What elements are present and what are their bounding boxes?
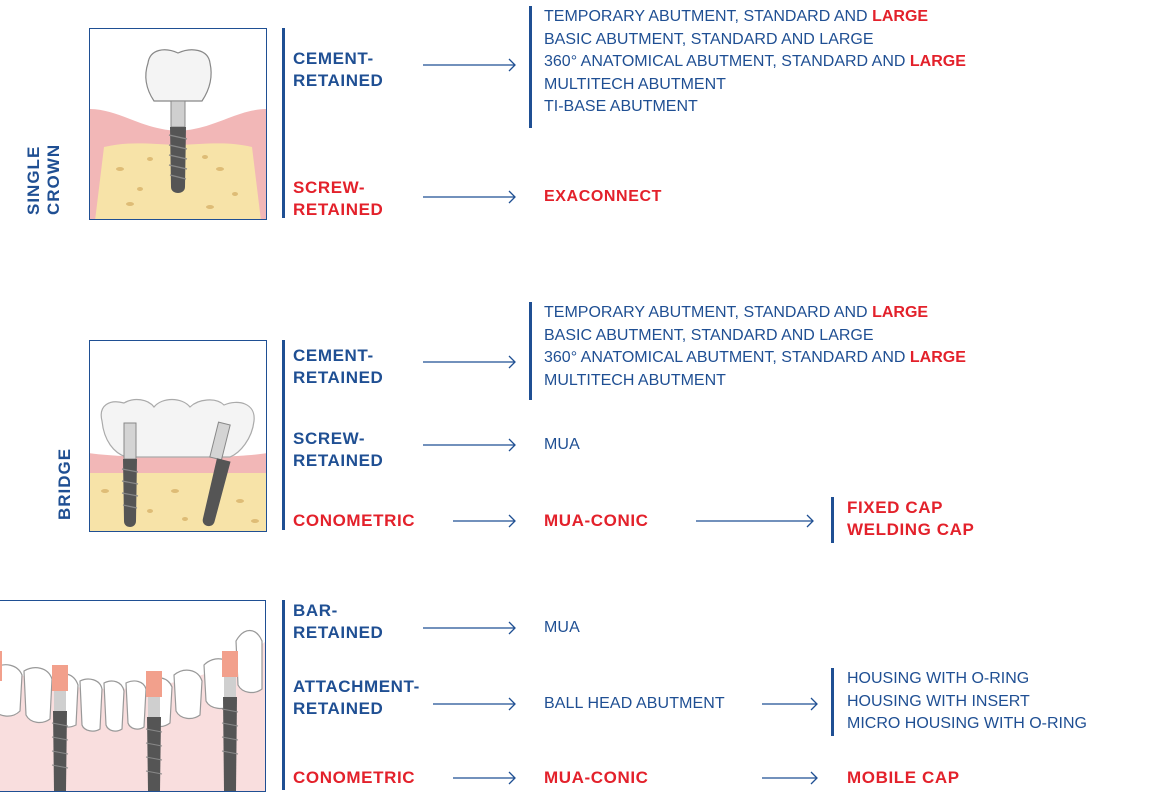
- single-crown-cement-line1: CEMENT-: [293, 49, 374, 68]
- bridge-cement-label: CEMENT- RETAINED: [293, 345, 383, 389]
- arrow-icon: [423, 438, 516, 452]
- option-multitech-abutment: MULTITECH ABUTMENT: [544, 371, 726, 389]
- housing-with-o-ring: HOUSING WITH O-RING: [847, 670, 1030, 687]
- bridge-screw-line1: SCREW-: [293, 429, 366, 448]
- bridge-screw-line2: RETAINED: [293, 451, 384, 470]
- single-crown-screw-line1: SCREW-: [293, 178, 366, 197]
- option-anatomical-abutment: 360° ANATOMICAL ABUTMENT, STANDARD AND L…: [544, 349, 966, 366]
- option-basic-abutment: BASIC ABUTMENT, STANDARD AND LARGE: [544, 30, 874, 48]
- arrow-icon: [433, 697, 516, 711]
- overdenture-implant-image: [0, 629, 265, 791]
- bridge-conometric-label: CONOMETRIC: [293, 511, 416, 530]
- arrow-icon: [423, 190, 516, 204]
- bar-retained-line2: RETAINED: [293, 623, 384, 642]
- option-multitech-abutment: MULTITECH ABUTMENT: [544, 75, 726, 93]
- single-crown-screw-label: SCREW- RETAINED: [293, 177, 383, 221]
- bridge-screw-label: SCREW- RETAINED: [293, 428, 383, 472]
- option-basic-abutment: BASIC ABUTMENT, STANDARD AND LARGE: [544, 326, 874, 344]
- option-anatomical-abutment: 360° ANATOMICAL ABUTMENT, STANDARD AND L…: [544, 53, 966, 70]
- arrow-icon: [423, 621, 516, 635]
- bridge-title: BRIDGE: [55, 447, 74, 520]
- housings-bracket: [831, 668, 834, 736]
- attachment-housings-list: HOUSING WITH O-RING HOUSING WITH INSERT …: [847, 668, 1087, 736]
- arrow-icon: [423, 58, 516, 72]
- arrow-icon: [762, 771, 818, 785]
- overdenture-conometric-label: CONOMETRIC: [293, 768, 416, 787]
- arrow-icon: [453, 771, 516, 785]
- bridge-screw-option: MUA: [544, 436, 580, 453]
- mobile-cap: MOBILE CAP: [847, 768, 960, 787]
- arrow-icon: [453, 514, 516, 528]
- fixed-cap: FIXED CAP: [847, 498, 944, 517]
- attachment-retained-option: BALL HEAD ABUTMENT: [544, 695, 725, 712]
- bar-retained-line1: BAR-: [293, 601, 338, 620]
- bridge-illustration: [89, 340, 267, 532]
- attachment-retained-line2: RETAINED: [293, 699, 384, 718]
- single-crown-cement-line2: RETAINED: [293, 71, 384, 90]
- bar-retained-option: MUA: [544, 619, 580, 636]
- bridge-conometric-option: MUA-CONIC: [544, 511, 649, 530]
- bridge-cement-line1: CEMENT-: [293, 346, 374, 365]
- single-crown-implant-image: [90, 49, 266, 219]
- overdenture-divider: [282, 600, 285, 790]
- overdenture-illustration: [0, 600, 266, 792]
- bridge-caps-list: FIXED CAP WELDING CAP: [847, 497, 974, 541]
- arrow-icon: [696, 514, 814, 528]
- single-crown-cement-options: TEMPORARY ABUTMENT, STANDARD AND LARGE B…: [544, 6, 966, 119]
- arrow-icon: [423, 355, 516, 369]
- bar-retained-label: BAR- RETAINED: [293, 600, 383, 644]
- bridge-cement-options: TEMPORARY ABUTMENT, STANDARD AND LARGE B…: [544, 302, 966, 392]
- single-crown-title-line1: SINGLE: [24, 145, 43, 215]
- single-crown-options-bracket: [529, 6, 532, 128]
- attachment-retained-label: ATTACHMENT- RETAINED: [293, 676, 420, 720]
- attachment-retained-line1: ATTACHMENT-: [293, 677, 420, 696]
- bridge-divider: [282, 340, 285, 530]
- bridge-cement-line2: RETAINED: [293, 368, 384, 387]
- micro-housing-with-o-ring: MICRO HOUSING WITH O-RING: [847, 715, 1087, 732]
- single-crown-illustration: [89, 28, 267, 220]
- overdenture-conometric-option: MUA-CONIC: [544, 768, 649, 787]
- option-temporary-abutment: TEMPORARY ABUTMENT, STANDARD AND LARGE: [544, 304, 929, 321]
- bridge-caps-bracket: [831, 497, 834, 543]
- bridge-options-bracket: [529, 302, 532, 400]
- single-crown-title-line2: CROWN: [44, 143, 63, 215]
- bridge-implant-image: [90, 398, 266, 531]
- single-crown-screw-line2: RETAINED: [293, 200, 384, 219]
- single-crown-title: SINGLE CROWN: [24, 144, 64, 215]
- single-crown-cement-label: CEMENT- RETAINED: [293, 48, 383, 92]
- single-crown-divider: [282, 28, 285, 218]
- option-temporary-abutment: TEMPORARY ABUTMENT, STANDARD AND LARGE: [544, 8, 929, 25]
- single-crown-screw-option: EXACONNECT: [544, 188, 663, 205]
- welding-cap: WELDING CAP: [847, 520, 975, 539]
- housing-with-insert: HOUSING WITH INSERT: [847, 692, 1030, 710]
- arrow-icon: [762, 697, 818, 711]
- option-tibase-abutment: TI-BASE ABUTMENT: [544, 98, 698, 115]
